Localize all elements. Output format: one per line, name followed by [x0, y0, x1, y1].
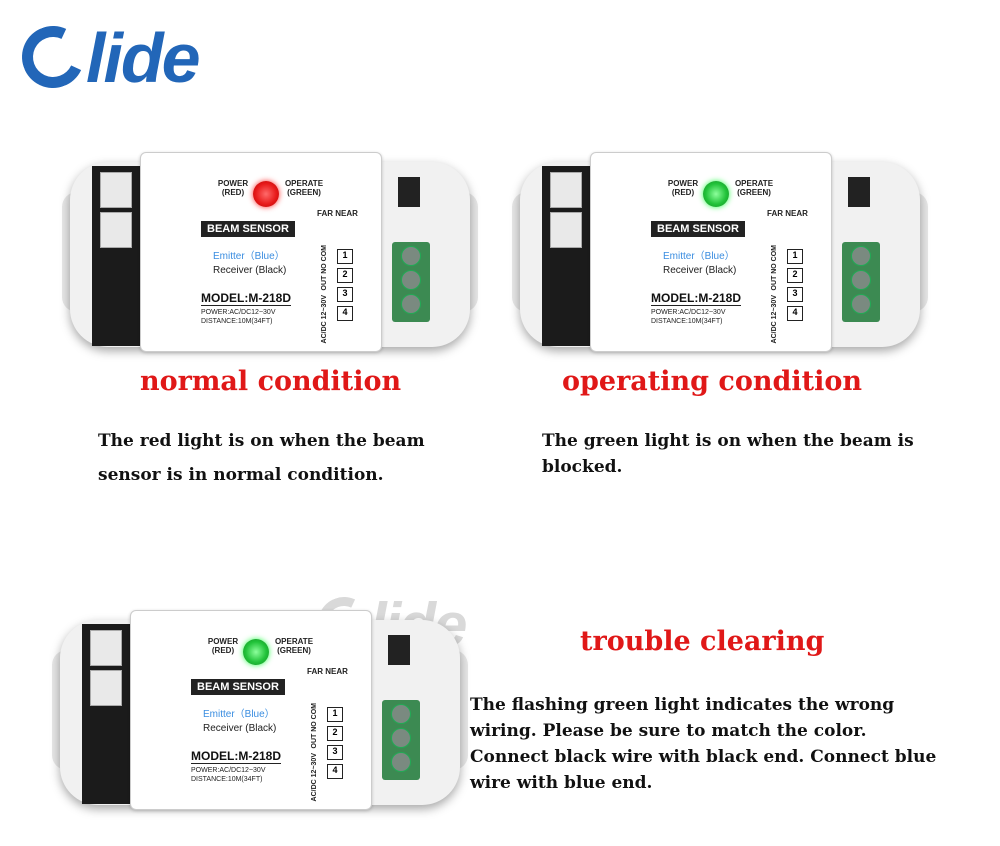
beam-sensor-title: BEAM SENSOR	[651, 221, 745, 237]
operate-label: OPERATE (GREEN)	[284, 179, 324, 197]
far-near-label: FAR NEAR	[767, 209, 808, 218]
beam-sensor-title: BEAM SENSOR	[191, 679, 285, 695]
receiver-label: Receiver (Black)	[663, 265, 737, 276]
normal-condition-text: The red light is on when the beam sensor…	[98, 431, 425, 485]
normal-condition-heading: normal condition	[140, 366, 402, 397]
operate-label: OPERATE (GREEN)	[734, 179, 774, 197]
sensor-label-panel: POWER (RED) OPERATE (GREEN) FAR NEAR BEA…	[590, 152, 832, 352]
model-label: MODEL:M-218D	[201, 291, 292, 306]
terminal-block	[842, 242, 880, 322]
sensor-device-trouble: POWER (RED) OPERATE (GREEN) FAR NEAR BEA…	[52, 610, 468, 820]
emitter-label: Emitter（Blue）	[663, 251, 735, 262]
sensor-device-operating: POWER (RED) OPERATE (GREEN) FAR NEAR BEA…	[512, 152, 928, 362]
power-label: POWER (RED)	[217, 179, 249, 197]
far-near-label: FAR NEAR	[307, 667, 348, 676]
out-label: OUT NO COM	[771, 245, 778, 291]
operating-condition-text: The green light is on when the beam is b…	[542, 431, 914, 477]
acdc-label: AC/DC 12~30V	[311, 753, 318, 802]
beam-sensor-title: BEAM SENSOR	[201, 221, 295, 237]
model-label: MODEL:M-218D	[191, 749, 282, 764]
sensor-device-normal: POWER (RED) OPERATE (GREEN) FAR NEAR BEA…	[62, 152, 478, 362]
receiver-label: Receiver (Black)	[203, 723, 277, 734]
trouble-clearing-text: The flashing green light indicates the w…	[470, 695, 937, 793]
operating-condition-heading: operating condition	[562, 366, 863, 397]
dip-switch	[848, 177, 870, 207]
green-led	[703, 181, 729, 207]
power-label: POWER (RED)	[207, 637, 239, 655]
far-near-label: FAR NEAR	[317, 209, 358, 218]
operate-label: OPERATE (GREEN)	[274, 637, 314, 655]
logo-o-mark	[13, 17, 93, 97]
spec-text: POWER:AC/DC12~30V DISTANCE:10M(34FT)	[651, 309, 726, 325]
trouble-clearing-heading: trouble clearing	[580, 626, 825, 657]
dip-switch	[398, 177, 420, 207]
out-label: OUT NO COM	[311, 703, 318, 749]
green-led	[243, 639, 269, 665]
emitter-label: Emitter（Blue）	[213, 251, 285, 262]
spec-text: POWER:AC/DC12~30V DISTANCE:10M(34FT)	[191, 767, 266, 783]
acdc-label: AC/DC 12~30V	[321, 295, 328, 344]
power-label: POWER (RED)	[667, 179, 699, 197]
sensor-label-panel: POWER (RED) OPERATE (GREEN) FAR NEAR BEA…	[130, 610, 372, 810]
emitter-label: Emitter（Blue）	[203, 709, 275, 720]
terminal-block	[382, 700, 420, 780]
logo-text: lide	[86, 19, 201, 97]
receiver-label: Receiver (Black)	[213, 265, 287, 276]
dip-switch	[388, 635, 410, 665]
spec-text: POWER:AC/DC12~30V DISTANCE:10M(34FT)	[201, 309, 276, 325]
acdc-label: AC/DC 12~30V	[771, 295, 778, 344]
sensor-label-panel: POWER (RED) OPERATE (GREEN) FAR NEAR BEA…	[140, 152, 382, 352]
out-label: OUT NO COM	[321, 245, 328, 291]
red-led	[253, 181, 279, 207]
olide-logo: lide	[13, 17, 201, 98]
terminal-block	[392, 242, 430, 322]
model-label: MODEL:M-218D	[651, 291, 742, 306]
